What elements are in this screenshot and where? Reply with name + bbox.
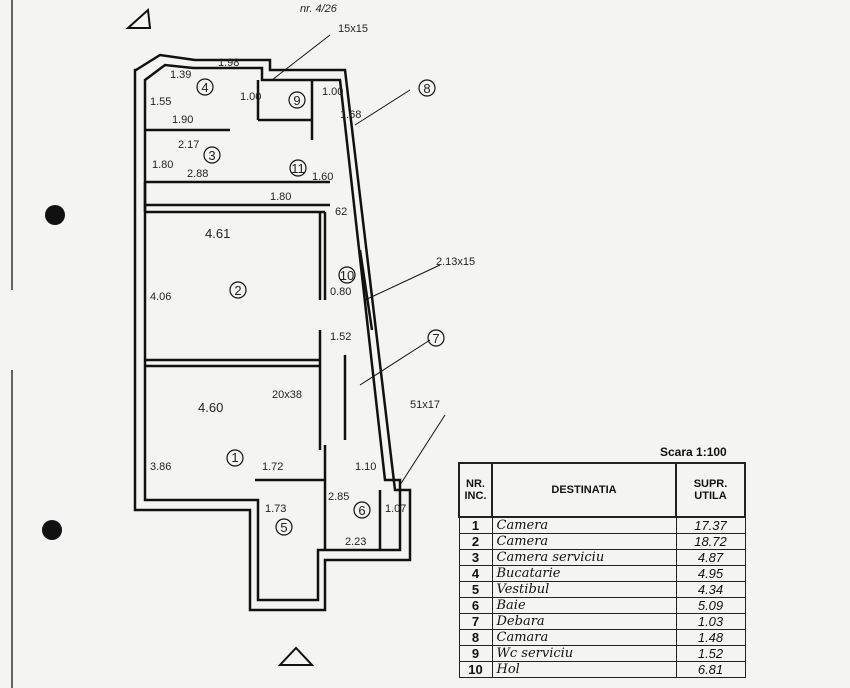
dim: 1.10 [355,461,376,473]
dim: 1.90 [172,114,193,126]
cell-nr: 9 [458,645,493,662]
cell-supr: 6.81 [675,661,746,678]
header-note: nr. 4/26 [300,3,338,15]
cell-nr: 10 [458,661,493,678]
north-triangle-icon [125,7,152,29]
cell-dest: Camara [491,629,677,646]
punch-hole [42,520,62,540]
cell-nr: 4 [458,565,493,582]
room-11-label: 11 [291,161,305,176]
dim: 4.61 [205,226,230,241]
dim: 1.52 [330,331,351,343]
room-4-label: 4 [201,80,208,95]
dim: 1.60 [312,171,333,183]
col-nr: NR. INC. [458,462,493,518]
room-3-label: 3 [208,148,215,163]
col-destinatia: DESTINATIA [491,462,677,518]
cell-nr: 3 [458,549,493,566]
dim: 1.00 [322,86,343,98]
cell-dest: Camera [491,516,677,534]
dim: 1.73 [265,503,286,515]
dim: 1.80 [270,191,291,203]
dim: 1.72 [262,461,283,473]
room-10-label: 10 [340,268,354,283]
dim: 1.55 [150,96,171,108]
dim: 1.68 [340,109,361,121]
cell-supr: 18.72 [675,533,746,550]
cell-supr: 17.37 [675,516,746,534]
dim: 20x38 [272,389,302,401]
cell-supr: 1.48 [675,629,746,646]
cell-nr: 2 [458,533,493,550]
cell-nr: 5 [458,581,493,598]
dim: 2.13x15 [436,256,475,268]
dim: 2.88 [187,168,208,180]
cell-dest: Camera [491,533,677,550]
bottom-triangle-icon [277,646,315,666]
cell-dest: Baie [491,597,677,614]
dimensions: 15x15 1.39 1.98 1.00 1.55 1.90 2.17 2.88… [150,23,475,548]
cell-supr: 1.52 [675,645,746,662]
dim: 1.39 [170,69,191,81]
dim: 1.00 [240,91,261,103]
room-numbers [196,78,445,536]
dim: 2.17 [178,139,199,151]
room-9-label: 9 [293,93,300,108]
dim: 0.80 [330,286,351,298]
dim: 15x15 [338,23,368,35]
cell-supr: 1.03 [675,613,746,630]
cell-supr: 5.09 [675,597,746,614]
room-6-label: 6 [358,503,365,518]
cell-dest: Debara [491,613,677,630]
room-1-label: 1 [231,450,238,465]
room-7-label: 7 [432,331,439,346]
cell-supr: 4.95 [675,565,746,582]
cell-nr: 7 [458,613,493,630]
room-2-label: 2 [234,283,241,298]
dim: 3.86 [150,461,171,473]
cell-dest: Wc serviciu [491,645,677,662]
room-8-label: 8 [423,81,430,96]
dim: 1.98 [218,57,239,69]
cell-dest: Vestibul [491,581,677,598]
cell-nr: 8 [458,629,493,646]
cell-supr: 4.34 [675,581,746,598]
dim: 51x17 [410,399,440,411]
leader-lines [271,34,446,486]
cell-dest: Bucatarie [491,565,677,582]
dim: 1.80 [152,159,173,171]
col-suprafata: SUPR. UTILA [675,462,746,518]
cell-dest: Hol [491,661,677,678]
scale-label: Scara 1:100 [660,445,727,459]
dim: 2.85 [328,491,349,503]
dim: 2.23 [345,536,366,548]
cell-nr: 6 [458,597,493,614]
walls [133,53,412,612]
dim: 4.06 [150,291,171,303]
dim: 1.07 [385,503,406,515]
cell-supr: 4.87 [675,549,746,566]
dim: 4.60 [198,400,223,415]
dim: 62 [335,206,347,218]
punch-hole [45,205,65,225]
cell-nr: 1 [458,516,493,534]
cell-dest: Camera serviciu [491,549,677,566]
room-5-label: 5 [280,520,287,535]
